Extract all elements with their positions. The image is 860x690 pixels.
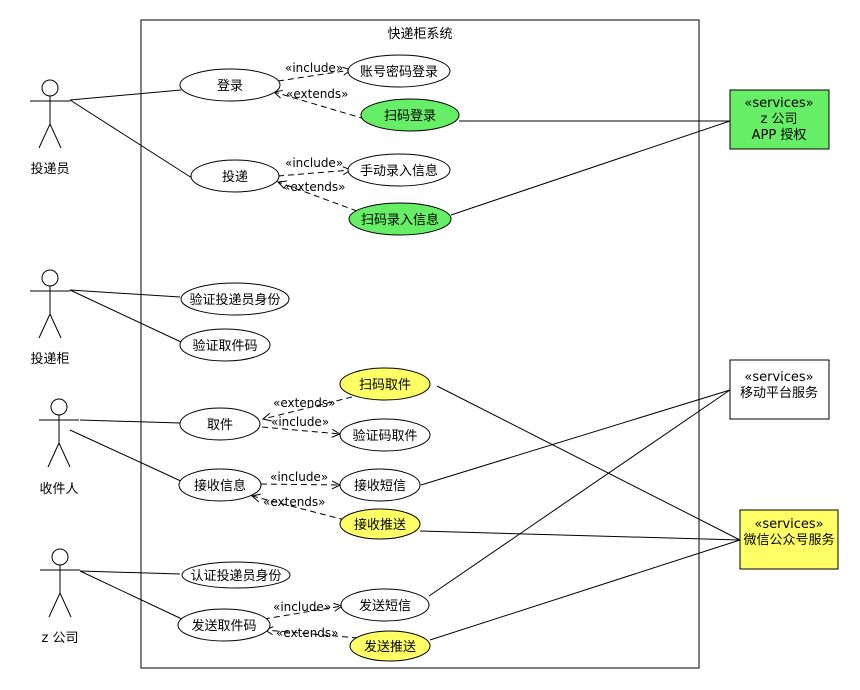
svg-text:发送推送: 发送推送 — [364, 639, 416, 655]
usecase-auth-courier[interactable]: 认证投递员身份 — [181, 561, 291, 589]
svg-text:发送短信: 发送短信 — [359, 598, 411, 614]
dependencies — [252, 70, 366, 639]
include-label: «include» — [285, 156, 343, 170]
service-name: 移动平台服务 — [740, 385, 818, 401]
svg-text:扫码录入信息: 扫码录入信息 — [361, 212, 439, 228]
svg-text:投递: 投递 — [222, 169, 248, 185]
extends-label: «extends» — [283, 180, 346, 194]
service-stereotype: «services» — [744, 370, 813, 385]
svg-text:验证投递员身份: 验证投递员身份 — [189, 292, 280, 308]
svg-text:登录: 登录 — [217, 79, 243, 94]
service-name-line1: z 公司 — [761, 112, 798, 127]
service-stereotype: «services» — [754, 517, 823, 532]
include-label: «include» — [285, 61, 343, 75]
usecase-send-code[interactable]: 发送取件码 — [177, 608, 271, 642]
usecase-send-push[interactable]: 发送推送 — [349, 630, 431, 662]
include-label: «include» — [271, 415, 329, 429]
usecase-password-login[interactable]: 账号密码登录 — [347, 54, 451, 88]
usecase-deliver[interactable]: 投递 — [190, 159, 280, 193]
relation-labels: «include» «extends» «include» «extends» … — [263, 61, 349, 640]
extends-label: «extends» — [273, 396, 336, 410]
usecase-verify-code[interactable]: 验证取件码 — [179, 328, 271, 362]
actor-company[interactable]: z 公司 — [40, 548, 80, 646]
usecase-receive-push[interactable]: 接收推送 — [339, 508, 421, 540]
actor-courier[interactable]: 投递员 — [30, 79, 70, 177]
actor-recipient[interactable]: 收件人 — [39, 398, 79, 497]
service-mobile[interactable]: «services» 移动平台服务 — [729, 359, 830, 420]
usecase-scan-info[interactable]: 扫码录入信息 — [348, 202, 452, 236]
svg-text:接收推送: 接收推送 — [354, 517, 406, 533]
system-title: 快递柜系统 — [387, 27, 452, 42]
service-app-auth[interactable]: «services» z 公司 APP 授权 — [729, 89, 830, 150]
use-cases: 登录 账号密码登录 扫码登录 投递 手动录入信息 扫码录入信息 验证投递员身份 — [177, 54, 460, 662]
svg-text:接收短信: 接收短信 — [354, 478, 406, 494]
service-stereotype: «services» — [744, 96, 813, 111]
service-wechat[interactable]: «services» 微信公众号服务 — [739, 509, 839, 570]
usecase-receive-info[interactable]: 接收信息 — [178, 468, 262, 502]
usecase-verify-courier[interactable]: 验证投递员身份 — [180, 282, 290, 316]
extends-label: «extends» — [276, 626, 339, 640]
actor-label: 收件人 — [39, 482, 78, 497]
usecase-scan-pickup[interactable]: 扫码取件 — [339, 367, 431, 401]
svg-text:扫码取件: 扫码取件 — [359, 378, 411, 393]
service-name-line2: APP 授权 — [752, 127, 807, 143]
usecase-receive-sms[interactable]: 接收短信 — [339, 468, 421, 502]
actor-label: z 公司 — [42, 631, 79, 646]
usecase-login[interactable]: 登录 — [179, 68, 281, 102]
extends-label: «extends» — [263, 495, 326, 509]
usecase-code-pickup[interactable]: 验证码取件 — [339, 418, 431, 452]
usecase-manual-info[interactable]: 手动录入信息 — [347, 153, 451, 187]
svg-text:手动录入信息: 手动录入信息 — [360, 163, 438, 179]
actor-label: 投递柜 — [30, 351, 69, 367]
svg-text:取件: 取件 — [207, 418, 233, 433]
usecase-pickup[interactable]: 取件 — [179, 407, 261, 441]
include-label: «include» — [273, 600, 331, 614]
svg-text:发送取件码: 发送取件码 — [191, 618, 256, 634]
associations — [69, 89, 741, 641]
include-label: «include» — [270, 470, 328, 484]
svg-text:验证取件码: 验证取件码 — [192, 338, 257, 354]
svg-text:扫码登录: 扫码登录 — [384, 109, 436, 124]
svg-text:账号密码登录: 账号密码登录 — [360, 64, 438, 80]
extends-label: «extends» — [286, 87, 349, 101]
svg-text:接收信息: 接收信息 — [194, 478, 246, 494]
svg-text:验证码取件: 验证码取件 — [352, 428, 417, 444]
actor-label: 投递员 — [30, 161, 69, 177]
svg-text:认证投递员身份: 认证投递员身份 — [190, 568, 281, 584]
usecase-send-sms[interactable]: 发送短信 — [340, 588, 430, 622]
actor-locker[interactable]: 投递柜 — [30, 269, 70, 367]
usecase-scan-login[interactable]: 扫码登录 — [360, 98, 460, 132]
service-name: 微信公众号服务 — [743, 532, 834, 548]
